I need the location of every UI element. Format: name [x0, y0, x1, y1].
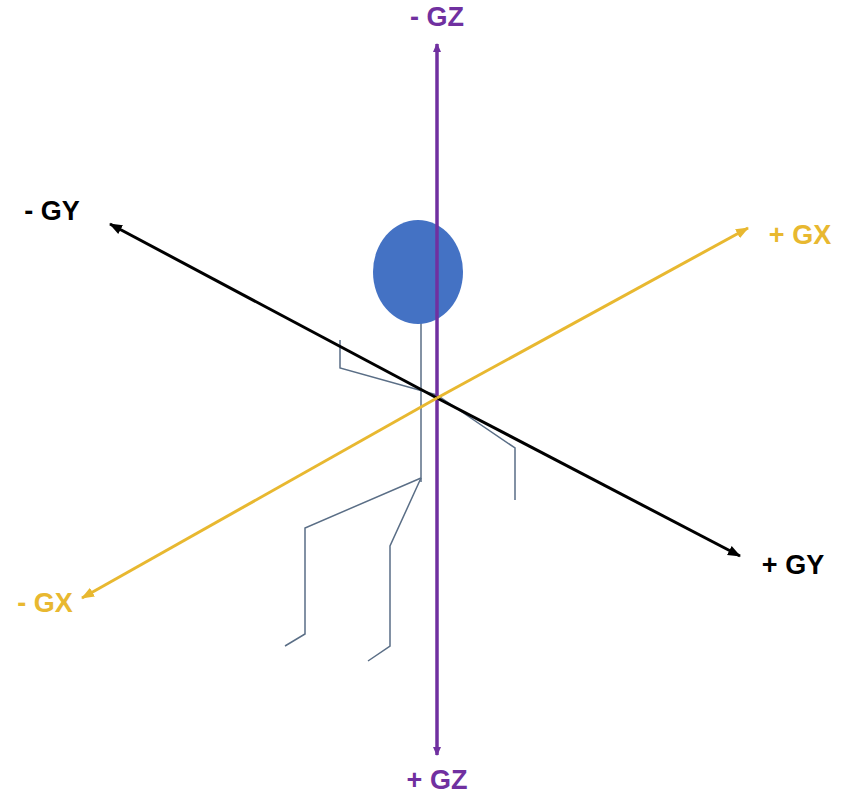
- y-axis: [437, 398, 740, 556]
- x-axis: [82, 398, 437, 598]
- axis-label: - GX: [15, 589, 75, 619]
- axis-label: + GX: [767, 221, 833, 251]
- axis-label: - GY: [22, 197, 82, 227]
- y-axis: [110, 224, 437, 398]
- x-axis: [437, 228, 748, 398]
- axis-label: + GY: [760, 551, 826, 581]
- head: [373, 220, 463, 324]
- axis-label: + GZ: [405, 766, 470, 796]
- axis-label: - GZ: [408, 3, 466, 33]
